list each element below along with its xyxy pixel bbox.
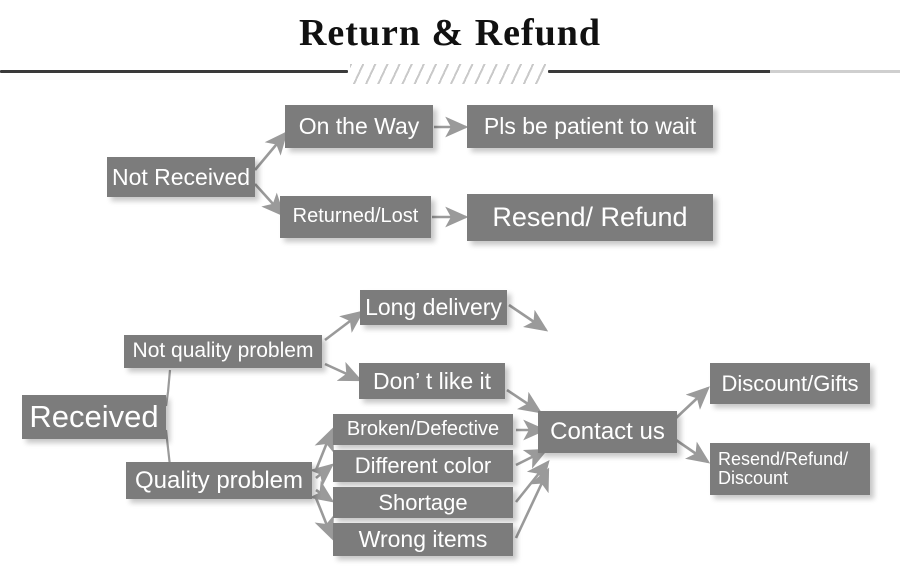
node-not-quality-problem[interactable]: Not quality problem — [124, 335, 322, 368]
node-long-delivery[interactable]: Long delivery — [360, 290, 507, 325]
header-divider — [0, 64, 900, 84]
page-title: Return & Refund — [298, 12, 602, 54]
node-resend-refund[interactable]: Resend/ Refund — [467, 194, 713, 241]
node-discount-gifts[interactable]: Discount/Gifts — [710, 363, 870, 404]
node-different-color[interactable]: Different color — [333, 450, 513, 482]
node-broken-defective[interactable]: Broken/Defective — [333, 414, 513, 445]
node-dont-like-it[interactable]: Don’ t like it — [359, 363, 505, 399]
node-received[interactable]: Received — [22, 395, 166, 439]
node-shortage[interactable]: Shortage — [333, 487, 513, 518]
node-pls-be-patient-to-wait[interactable]: Pls be patient to wait — [467, 105, 713, 148]
divider-rule-left — [0, 70, 348, 73]
node-returned-lost[interactable]: Returned/Lost — [280, 196, 431, 238]
node-wrong-items[interactable]: Wrong items — [333, 523, 513, 556]
divider-rule-faint — [770, 70, 900, 73]
node-quality-problem[interactable]: Quality problem — [126, 462, 312, 499]
divider-rule-right — [548, 70, 900, 73]
node-not-received[interactable]: Not Received — [107, 157, 255, 197]
node-on-the-way[interactable]: On the Way — [285, 105, 433, 148]
node-resend-refund-discount[interactable]: Resend/Refund/ Discount — [710, 443, 870, 495]
hatched-divider-icon — [350, 64, 546, 84]
node-contact-us[interactable]: Contact us — [538, 411, 677, 453]
